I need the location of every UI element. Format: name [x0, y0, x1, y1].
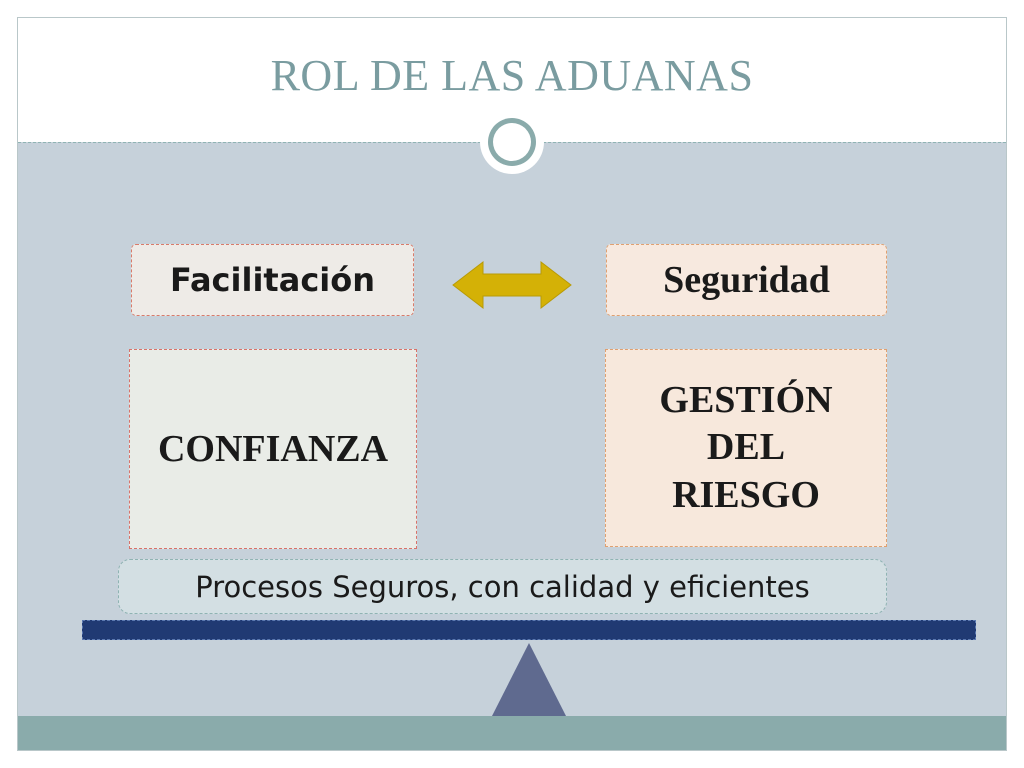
gestion-riesgo-line-1: GESTIÓN — [659, 378, 833, 421]
seguridad-box: Seguridad — [606, 244, 887, 316]
circle-ornament-center — [493, 123, 531, 161]
balance-beam — [82, 620, 976, 640]
confianza-label: CONFIANZA — [157, 428, 389, 470]
gestion-riesgo-box: GESTIÓN DEL RIESGO — [605, 349, 887, 547]
procesos-box: Procesos Seguros, con calidad y eficient… — [118, 559, 887, 614]
confianza-box: CONFIANZA — [129, 349, 417, 549]
triangle-fulcrum-icon — [492, 643, 566, 716]
double-headed-arrow-icon — [452, 260, 572, 310]
gestion-riesgo-line-2: DEL — [706, 426, 786, 469]
facilitacion-label: Facilitación — [169, 261, 376, 299]
facilitacion-box: Facilitación — [131, 244, 414, 316]
procesos-label: Procesos Seguros, con calidad y eficient… — [195, 569, 810, 604]
seguridad-label: Seguridad — [663, 259, 830, 301]
gestion-riesgo-line-3: RIESGO — [672, 473, 820, 516]
slide-title: ROL DE LAS ADUANAS — [270, 51, 754, 100]
footer-bar — [18, 716, 1006, 750]
